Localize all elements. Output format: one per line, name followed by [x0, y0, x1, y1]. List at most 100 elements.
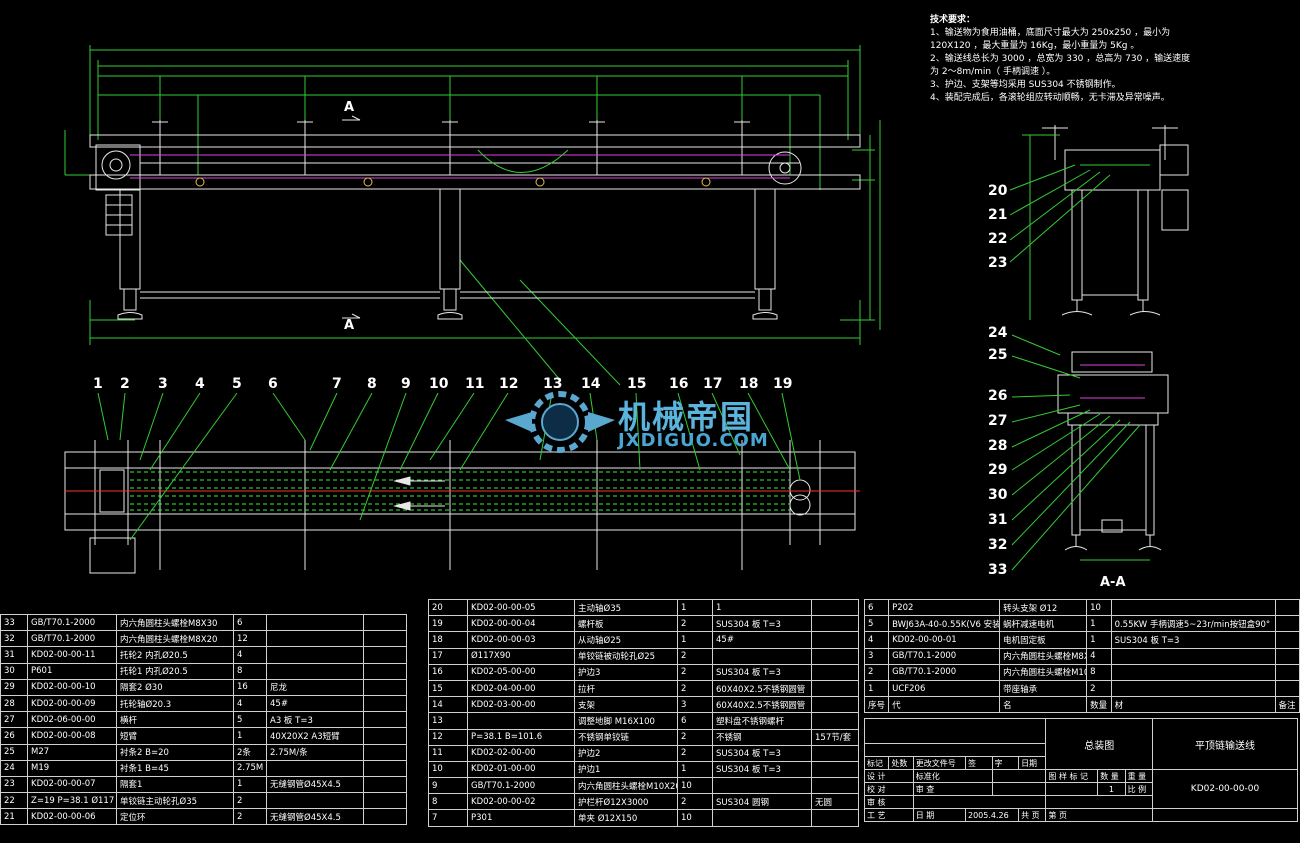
bom-cell: 27 [0, 711, 28, 729]
bom-cell: 25 [0, 743, 28, 761]
bom-cell: 60X40X2.5不锈钢圆管 [712, 679, 812, 698]
bom-cell: KD02-00-00-06 [27, 808, 117, 826]
bom-cell: P=38.1 B=101.6 [467, 728, 575, 746]
bom-cell: 不锈钢单铰链 [574, 728, 678, 746]
bom-cell: 1 [863, 679, 890, 698]
bom-cell: KD02-04-00-00 [467, 679, 575, 698]
bom-cell: 内六角圆柱头螺栓M8X30 [116, 613, 234, 632]
bom-cell: 无缝钢管Ø45X4.5 [266, 808, 364, 826]
bom-cell: A3 板 T=3 [266, 711, 364, 729]
sheet-total: 共 页 [1018, 808, 1047, 822]
bom-cell: 12 [233, 630, 267, 648]
section-view-label: A-A [1100, 575, 1126, 590]
bom-cell [811, 760, 859, 779]
balloon: 33 [988, 562, 1008, 578]
balloon: 17 [703, 376, 723, 392]
bom-cell: 内六角圆柱头螺栓M10X35 [999, 663, 1088, 681]
bom-cell: SUS304 板 T=3 [712, 744, 812, 762]
bom-cell: 短臂 [116, 727, 234, 745]
bom-cell: KD02-00-00-03 [467, 631, 575, 649]
bom-cell [363, 743, 407, 761]
bom-cell: 157节/套 [811, 728, 859, 746]
tech-line: 120X120 ，最大重量为 16Kg，最小重量为 5Kg 。 [930, 41, 1140, 51]
bom-cell: 电机固定板 [999, 631, 1088, 649]
qty-value: 1 [1097, 782, 1126, 796]
bom-cell: 31 [0, 646, 28, 664]
bom-cell: BWJ63A-40-0.55K(V6 安装) [888, 615, 1001, 633]
bom-cell [363, 694, 407, 713]
bom-cell [811, 615, 859, 633]
bom-cell: GB/T70.1-2000 [27, 613, 117, 632]
bom-cell: 4 [863, 631, 890, 649]
balloon: 10 [429, 376, 449, 392]
tech-line: 1、输送物为食用油桶，底面尺寸最大为 250x250 ，最小为 [930, 28, 1171, 38]
bom-cell: 无圆 [811, 793, 859, 811]
bom-cell: KD02-00-00-04 [467, 615, 575, 633]
bom-cell: 1 [677, 598, 713, 617]
bom-cell: 2 [1086, 679, 1112, 698]
bom-cell: 1 [233, 727, 267, 745]
bom-header-cell: 备注 [1274, 696, 1300, 714]
bom-cell: GB/T70.1-2000 [888, 647, 1001, 665]
bom-cell: 10 [677, 809, 713, 827]
bom-cell: KD02-00-00-02 [467, 793, 575, 811]
bom-cell [1274, 663, 1300, 681]
bom-cell: GB/T70.1-2000 [467, 777, 575, 795]
bom-cell: KD02-00-00-05 [467, 598, 575, 617]
bom-cell [363, 792, 407, 810]
date-label: 日 期 [912, 808, 967, 822]
bom-cell: 1 [1086, 615, 1112, 633]
balloon: 4 [195, 376, 205, 392]
bom-cell: P601 [27, 662, 117, 680]
rev-header: 日期 [1018, 756, 1047, 770]
bom-cell: 托轮2 内孔Ø20.5 [116, 646, 234, 664]
bom-cell: SUS304 板 T=3 [712, 760, 812, 779]
bom-cell: 8 [1086, 663, 1112, 681]
balloon: 18 [739, 376, 759, 392]
bom-cell: 护栏杆Ø12X3000 [574, 793, 678, 811]
balloon: 25 [988, 347, 1008, 363]
balloon: 6 [268, 376, 278, 392]
tech-line: 4、装配完成后，各滚轮组应转动顺畅，无卡滞及异常噪声。 [930, 93, 1170, 103]
bom-cell: 15 [428, 679, 468, 698]
bom-cell: 护边3 [574, 663, 678, 681]
role-check: 校 对 [864, 782, 914, 796]
bom-cell [363, 808, 407, 826]
bom-cell: 2 [677, 793, 713, 811]
bom-cell: 45# [712, 631, 812, 649]
bom-cell: Z=19 P=38.1 Ø117 [27, 792, 117, 810]
bom-cell: 蜗杆减速电机 [999, 615, 1088, 633]
bom-cell [811, 598, 859, 617]
balloon: 5 [232, 376, 242, 392]
bom-cell [1274, 631, 1300, 649]
balloon: 30 [988, 487, 1008, 503]
bom-cell: 护边1 [574, 760, 678, 779]
bom-cell: 单铰链被动轮孔Ø25 [574, 647, 678, 665]
bom-header-cell: 代 [888, 696, 1001, 714]
bom-cell: 衬条1 B=45 [116, 759, 234, 777]
bom-cell [811, 744, 859, 762]
balloon: 14 [581, 376, 601, 392]
bom-cell: 21 [0, 808, 28, 826]
bom-cell: 带座轴承 [999, 679, 1088, 698]
bom-cell: 45# [266, 694, 364, 713]
role-review: 审 核 [864, 795, 914, 809]
bom-cell [363, 630, 407, 648]
bom-cell: 3 [677, 696, 713, 714]
bom-cell [1274, 598, 1300, 617]
bom-cell: 内六角圆柱头螺栓M8X20 [116, 630, 234, 648]
role-design: 设 计 [864, 769, 914, 783]
bom-cell: SUS304 板 T=3 [1110, 631, 1276, 649]
bom-cell: 10 [677, 777, 713, 795]
bom-cell [1274, 615, 1300, 633]
